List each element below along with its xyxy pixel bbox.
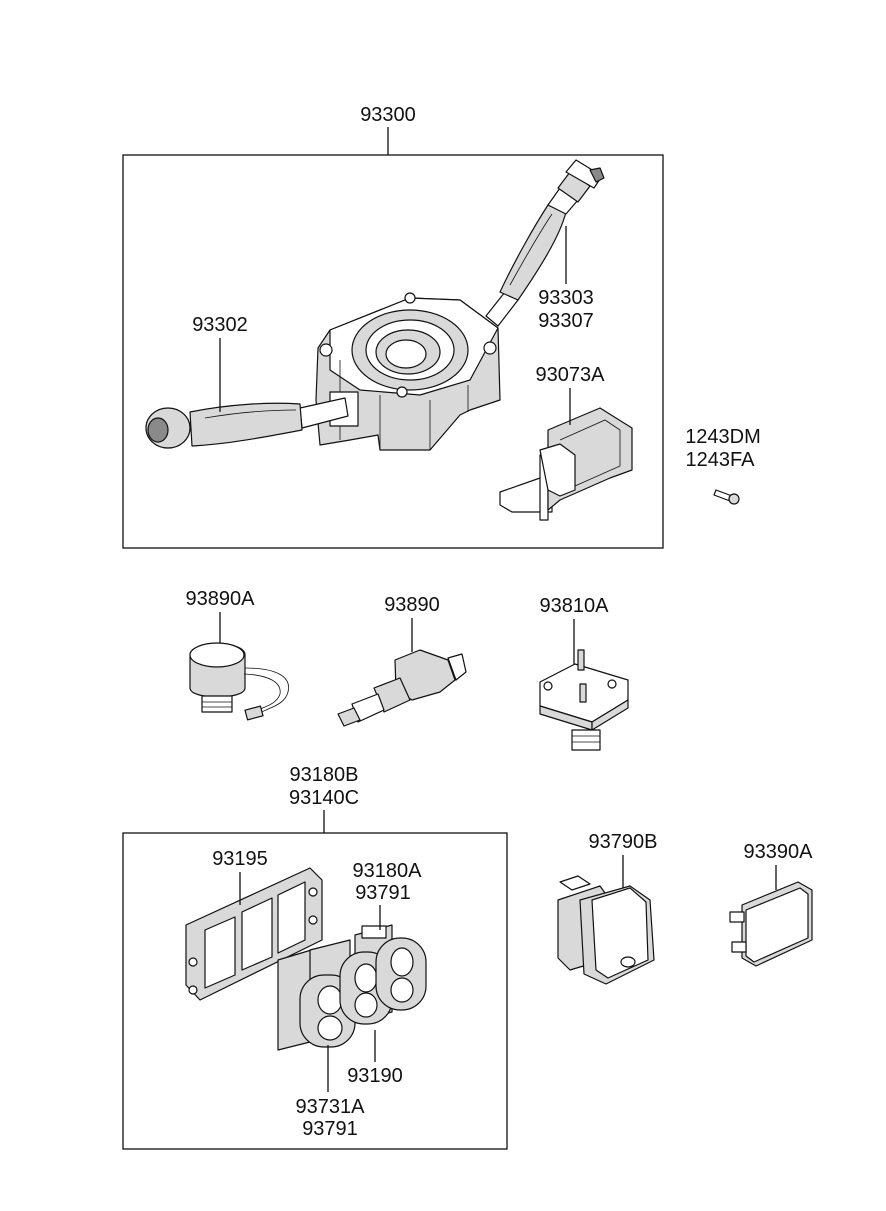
part-label-93890A[interactable]: 93890A <box>186 588 256 610</box>
part-label-93307[interactable]: 93307 <box>538 310 594 332</box>
part-label-1243DM[interactable]: 1243DM <box>685 426 761 448</box>
switch-93790B-drawing <box>557 875 655 985</box>
part-label-93180A[interactable]: 93180A <box>353 860 423 882</box>
bracket-drawing <box>499 407 633 521</box>
switch-93890A-drawing <box>189 642 289 721</box>
turn-signal-lever-drawing <box>145 397 349 449</box>
switch-panel-assembly: 93180B 93140C 93195 <box>122 764 508 1150</box>
switch-93810A-drawing <box>539 649 629 751</box>
part-label-93300[interactable]: 93300 <box>360 104 416 126</box>
part-label-93302[interactable]: 93302 <box>192 314 248 336</box>
part-label-93303[interactable]: 93303 <box>538 287 594 309</box>
switch-body-drawing <box>315 292 501 451</box>
part-label-93073A[interactable]: 93073A <box>536 364 606 386</box>
wiper-lever-drawing <box>485 159 605 327</box>
screw-drawing <box>713 489 740 505</box>
multifunction-switch-assembly: 93300 <box>122 104 664 549</box>
screw-group: 1243DM 1243FA <box>685 426 761 505</box>
part-label-93790B[interactable]: 93790B <box>589 831 658 853</box>
part-label-93390A[interactable]: 93390A <box>744 841 814 863</box>
part-label-93180B[interactable]: 93180B <box>290 764 359 786</box>
switch-93890A: 93890A <box>186 588 289 721</box>
part-label-1243FA[interactable]: 1243FA <box>686 449 756 471</box>
part-label-93810A[interactable]: 93810A <box>540 595 610 617</box>
cover-93390A: 93390A <box>729 841 814 967</box>
assembly-frame-93180B <box>122 832 508 1150</box>
part-label-93731A[interactable]: 93731A <box>296 1096 366 1118</box>
assembly-frame-93300 <box>122 154 664 549</box>
bezel-drawing <box>185 867 323 1001</box>
switch-93890: 93890 <box>337 594 467 727</box>
part-label-93791-top[interactable]: 93791 <box>355 882 411 904</box>
part-label-93791-bottom[interactable]: 93791 <box>302 1118 358 1140</box>
part-label-93190[interactable]: 93190 <box>347 1065 403 1087</box>
switch-93890-drawing <box>337 649 467 727</box>
switch-93790B: 93790B <box>557 831 658 985</box>
part-label-93195[interactable]: 93195 <box>212 848 268 870</box>
part-label-93890[interactable]: 93890 <box>384 594 440 616</box>
part-label-93140C[interactable]: 93140C <box>289 787 359 809</box>
cover-93390A-drawing <box>729 881 813 967</box>
switch-93810A: 93810A <box>539 595 629 751</box>
